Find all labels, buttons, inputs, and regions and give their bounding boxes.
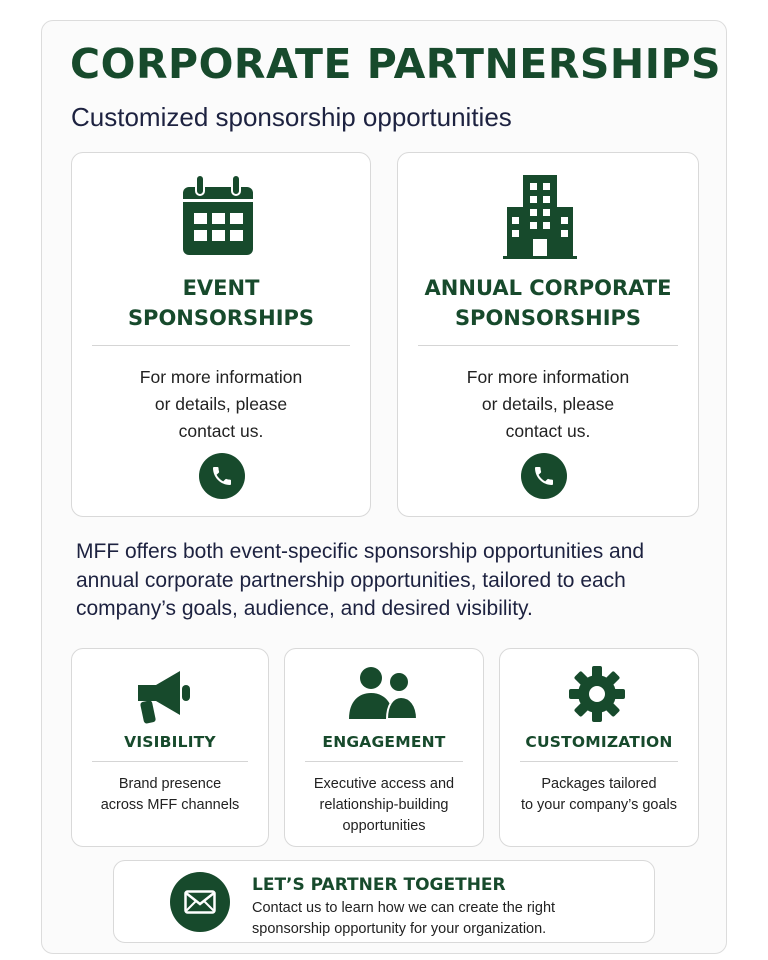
card-text-line: or details, please xyxy=(154,394,288,414)
card-heading-line: SPONSORSHIPS xyxy=(127,306,315,330)
people-icon xyxy=(349,667,419,720)
card-text-line: contact us. xyxy=(178,421,264,441)
cta-description: Contact us to learn how we can create th… xyxy=(252,898,642,940)
visibility-card: VISIBILITY Brand presence across MFF cha… xyxy=(71,648,269,847)
phone-button[interactable] xyxy=(199,453,245,499)
cta-text-line: Contact us to learn how we can create th… xyxy=(252,900,556,916)
feature-divider xyxy=(520,761,678,762)
partner-together-banner[interactable]: LET’S PARTNER TOGETHER Contact us to lea… xyxy=(113,860,655,943)
card-divider xyxy=(418,345,678,346)
office-building-icon xyxy=(503,175,577,259)
feature-text-line: Packages tailored xyxy=(541,776,657,792)
calendar-icon xyxy=(183,174,253,255)
megaphone-icon xyxy=(138,671,190,724)
card-text-line: For more information xyxy=(139,367,303,387)
card-heading: ANNUAL CORPORATE SPONSORSHIPS xyxy=(398,273,698,333)
feature-heading: CUSTOMIZATION xyxy=(525,733,673,751)
engagement-card: ENGAGEMENT Executive access and relation… xyxy=(284,648,484,847)
page-subtitle: Customized sponsorship opportunities xyxy=(71,102,512,132)
annual-corporate-sponsorships-card: ANNUAL CORPORATE SPONSORSHIPS For more i… xyxy=(397,152,699,517)
card-heading-line: ANNUAL CORPORATE xyxy=(424,276,672,300)
card-heading-line: SPONSORSHIPS xyxy=(454,306,642,330)
card-text-line: For more information xyxy=(466,367,630,387)
card-divider xyxy=(92,345,350,346)
intro-paragraph: MFF offers both event-specific sponsorsh… xyxy=(76,540,645,620)
feature-description: Packages tailored to your company’s goal… xyxy=(500,774,698,816)
email-button[interactable] xyxy=(170,872,230,932)
feature-text-line: Brand presence xyxy=(118,776,222,792)
cta-text-line: sponsorship opportunity for your organiz… xyxy=(252,921,547,937)
page-title: CORPORATE PARTNERSHIPS xyxy=(70,40,722,88)
envelope-icon xyxy=(184,890,216,914)
event-sponsorships-card: EVENT SPONSORSHIPS For more information … xyxy=(71,152,371,517)
customization-card: CUSTOMIZATION Packages tailored to your … xyxy=(499,648,699,847)
phone-button[interactable] xyxy=(521,453,567,499)
feature-divider xyxy=(305,761,463,762)
feature-text-line: to your company’s goals xyxy=(520,797,678,813)
card-text-line: or details, please xyxy=(481,394,615,414)
gear-icon xyxy=(569,666,625,722)
card-heading: EVENT SPONSORSHIPS xyxy=(72,273,370,333)
feature-text-line: Executive access and xyxy=(313,776,455,792)
card-text-line: contact us. xyxy=(505,421,591,441)
feature-description: Brand presence across MFF channels xyxy=(72,774,268,816)
feature-text-line: across MFF channels xyxy=(100,797,240,813)
card-description: For more information or details, please … xyxy=(72,364,370,445)
card-description: For more information or details, please … xyxy=(398,364,698,445)
feature-text-line: opportunities xyxy=(342,818,426,834)
phone-icon xyxy=(535,467,553,485)
feature-divider xyxy=(92,761,248,762)
phone-icon xyxy=(213,467,231,485)
feature-text-line: relationship-building xyxy=(319,797,449,813)
card-heading-line: EVENT xyxy=(182,276,260,300)
feature-heading: VISIBILITY xyxy=(124,733,216,751)
feature-description: Executive access and relationship-buildi… xyxy=(285,774,483,837)
feature-heading: ENGAGEMENT xyxy=(322,733,446,751)
cta-heading: LET’S PARTNER TOGETHER xyxy=(252,875,506,895)
